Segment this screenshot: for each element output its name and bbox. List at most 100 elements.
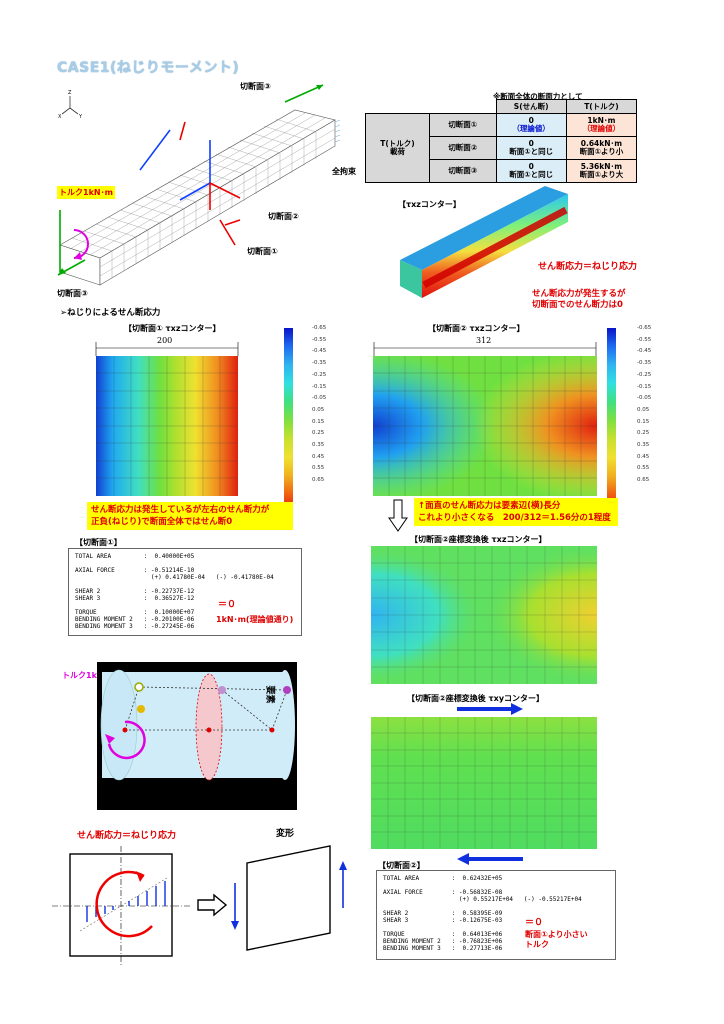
cell-s-top: 0 bbox=[528, 139, 534, 148]
section-force-table: S(せん断) T(トルク) T(トルク) 載荷 切断面① 0（理論値） 1kN･… bbox=[365, 99, 638, 183]
shear-title: せん断応力＝ねじり応力 bbox=[77, 831, 177, 841]
legend-value: -0.15 bbox=[637, 383, 652, 390]
axis-icon: Z X Y bbox=[58, 90, 83, 120]
legend-value: -0.45 bbox=[312, 348, 327, 355]
legend-value: -0.05 bbox=[637, 395, 652, 402]
deform-label: 変形 bbox=[276, 829, 295, 839]
fe-model-diagram: Z X Y bbox=[57, 84, 341, 286]
right-hollow-arrow-icon bbox=[197, 893, 228, 917]
row-name: 切断面① bbox=[429, 113, 497, 137]
cell-s-bottom: （理論値） bbox=[512, 124, 550, 133]
cell-t-bottom: （理論値） bbox=[582, 124, 621, 133]
down-arrow-icon bbox=[388, 499, 408, 532]
label-section3-bottom: 切断面③ bbox=[57, 289, 88, 298]
contour3d-note2: せん断応力が発生するが bbox=[532, 289, 626, 299]
r1-output: TOTAL AREA : 0.40000E+05 AXIAL FORCE : -… bbox=[68, 548, 302, 636]
legend-value: -0.55 bbox=[312, 336, 327, 343]
legend-value: 0.25 bbox=[312, 430, 325, 437]
legend2-colorbar bbox=[607, 328, 616, 513]
label-fixed: 全拘束 bbox=[332, 167, 356, 176]
right-arrow-icon bbox=[457, 703, 523, 715]
contour3d-image bbox=[400, 186, 568, 298]
legend-value: -0.25 bbox=[637, 371, 652, 378]
beam-mesh bbox=[59, 109, 341, 286]
r2-label: 【切断面②】 bbox=[378, 861, 425, 870]
note-c1: せん断応力は発生しているが左右のせん断力が 正負(ねじり)で断面全体ではせん断0 bbox=[87, 502, 293, 530]
label-section1: 切断面① bbox=[247, 247, 278, 256]
cell-t-bottom: 断面①より大 bbox=[579, 170, 624, 179]
deformation-diagram bbox=[231, 845, 347, 951]
contour3d-note3: 切断面でのせん断力は0 bbox=[532, 300, 623, 310]
legend-value: 0.05 bbox=[637, 406, 650, 413]
legend-value: 0.45 bbox=[312, 453, 325, 460]
section3-top-axis bbox=[284, 84, 324, 103]
cell-s-top: 0 bbox=[528, 116, 534, 125]
cell-s-bottom: 断面①と同じ bbox=[509, 170, 554, 179]
contour3d-note1: せん断応力＝ねじり応力 bbox=[538, 262, 638, 272]
legend-value: -0.65 bbox=[312, 325, 327, 331]
torque-label: トルク1kN･m bbox=[57, 186, 115, 199]
svg-text:X: X bbox=[58, 114, 62, 120]
cyl-torque-label: トルク1kN･m bbox=[62, 671, 116, 680]
cylinder-diagram bbox=[97, 662, 297, 810]
shear-square-diagram bbox=[52, 846, 192, 966]
cyl-elem-label: 要素 bbox=[264, 685, 275, 704]
legend-value: -0.65 bbox=[637, 325, 652, 331]
r2-eq0: ＝０ bbox=[525, 918, 544, 928]
table-note: ※断面全体の断面力として bbox=[493, 92, 583, 101]
legend1-values: -0.65 -0.55 -0.45 -0.35 -0.25 -0.15 -0.05 0.05 0… bbox=[312, 323, 326, 487]
contour3d-label: 【τxzコンター】 bbox=[398, 200, 461, 209]
c1-width: 200 bbox=[157, 336, 173, 345]
section2-axes bbox=[179, 140, 241, 210]
legend-value: -0.05 bbox=[312, 395, 327, 402]
r2-output: TOTAL AREA : 0.62432E+05 AXIAL FORCE : -… bbox=[376, 870, 616, 960]
cell-t-top: 0.64kN･m bbox=[580, 139, 623, 148]
c2-width: 312 bbox=[476, 336, 492, 345]
legend-value: -0.45 bbox=[637, 348, 652, 355]
svg-text:Y: Y bbox=[78, 114, 83, 120]
legend-value: 0.05 bbox=[312, 406, 325, 413]
legend-value: -0.35 bbox=[312, 360, 327, 367]
c2xy-contour bbox=[371, 717, 597, 849]
r1-label: 【切断面①】 bbox=[75, 538, 122, 547]
c1-dimension bbox=[95, 342, 239, 356]
row-name: 切断面③ bbox=[429, 159, 497, 183]
legend-value: -0.15 bbox=[312, 383, 327, 390]
legend-value: 0.35 bbox=[312, 442, 325, 449]
page-title: CASE1(ねじりモーメント) bbox=[57, 60, 240, 76]
legend-value: 0.15 bbox=[637, 418, 650, 425]
label-section2: 切断面② bbox=[268, 212, 299, 221]
section1-axes bbox=[139, 121, 241, 246]
legend-value: 0.45 bbox=[637, 453, 650, 460]
c2-label: 【切断面② τxzコンター】 bbox=[428, 324, 525, 333]
c1-label: 【切断面① τxzコンター】 bbox=[124, 324, 221, 333]
rotation-icon bbox=[95, 870, 153, 938]
c2-dimension bbox=[373, 342, 597, 356]
c2t-contour bbox=[371, 546, 597, 684]
cell-t-top: 1kN･m bbox=[587, 116, 616, 125]
c2-contour bbox=[373, 356, 597, 496]
r1-eq0: ＝０ bbox=[218, 600, 237, 610]
col-header-t: T(トルク) bbox=[565, 99, 638, 114]
cell-s-bottom: 断面①と同じ bbox=[509, 147, 554, 156]
legend-value: 0.55 bbox=[637, 465, 650, 472]
section-plane bbox=[195, 673, 223, 781]
legend-value: 0.35 bbox=[637, 442, 650, 449]
left-arrow-icon bbox=[457, 853, 523, 865]
torque-rotation-icon bbox=[107, 720, 146, 760]
col-header-s: S(せん断) bbox=[495, 99, 567, 114]
cell-t-top: 5.36kN･m bbox=[580, 162, 623, 171]
r2-note: 断面①より小さい トルク bbox=[525, 930, 588, 949]
legend1-colorbar bbox=[284, 328, 293, 513]
row-header: T(トルク) 載荷 bbox=[365, 113, 430, 183]
legend-value: -0.25 bbox=[312, 371, 327, 378]
svg-text:Z: Z bbox=[68, 90, 72, 96]
legend-value: 0.25 bbox=[637, 430, 650, 437]
r1-note: 1kN･m(理論値通り) bbox=[216, 615, 294, 624]
label-section3-top: 切断面③ bbox=[240, 82, 271, 91]
cell-s-top: 0 bbox=[528, 162, 534, 171]
torque-rotation-icon bbox=[73, 229, 89, 260]
c2xy-label: 【切断面②座標変換後 τxyコンター】 bbox=[407, 694, 545, 703]
c2t-label: 【切断面②座標変換後 τxzコンター】 bbox=[410, 535, 547, 544]
